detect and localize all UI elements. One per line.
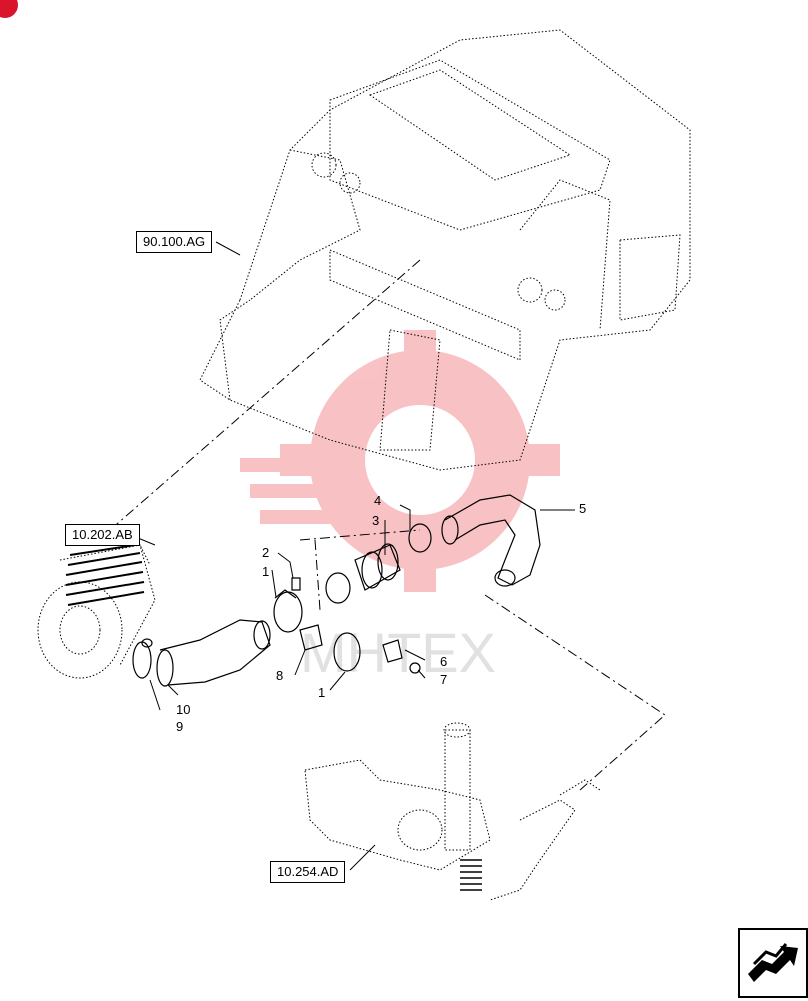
callout-1-upper: 1 [262, 564, 269, 579]
reference-air-filter-10-202-ab[interactable]: 10.202.AB [65, 524, 140, 546]
callout-10: 10 [176, 702, 190, 717]
corrugated-hose [460, 859, 482, 891]
watermark-text: MHTEX [300, 621, 496, 684]
reference-leaders [137, 241, 376, 871]
callout-6: 6 [440, 654, 447, 669]
watermark-logo [240, 330, 560, 592]
reference-frame-90-100-ag[interactable]: 90.100.AG [136, 231, 213, 253]
callout-4: 4 [374, 493, 381, 508]
callout-5: 5 [579, 501, 586, 516]
hose-clamp-9 [132, 638, 153, 679]
bolt-2 [291, 577, 301, 591]
filter-element [65, 544, 145, 606]
bracket-6 [382, 639, 403, 663]
turbocharger-assembly [304, 722, 601, 901]
callout-9: 9 [176, 719, 183, 734]
clamp-1-upper [273, 589, 303, 633]
callout-2: 2 [262, 545, 269, 560]
corner-marker [0, 0, 18, 18]
callout-1-lower: 1 [318, 685, 325, 700]
bracket-8 [299, 624, 323, 651]
clamp-4 [408, 523, 432, 553]
frame-assembly [199, 29, 691, 471]
tube-5 [441, 494, 541, 587]
next-page-button[interactable] [738, 928, 808, 998]
callout-8: 8 [276, 668, 283, 683]
inlet-hose [156, 619, 271, 687]
callout-leaders [149, 504, 575, 711]
air-filter [37, 534, 156, 679]
reference-turbo-10-254-ad[interactable]: 10.254.AD [270, 861, 346, 883]
connector-3 [325, 543, 401, 604]
callout-7: 7 [440, 672, 447, 687]
next-page-arrow-icon [748, 943, 798, 982]
callout-3: 3 [372, 513, 379, 528]
leader-lines [109, 259, 666, 791]
clamp-1-lower [333, 632, 361, 672]
nut-7 [409, 662, 421, 674]
